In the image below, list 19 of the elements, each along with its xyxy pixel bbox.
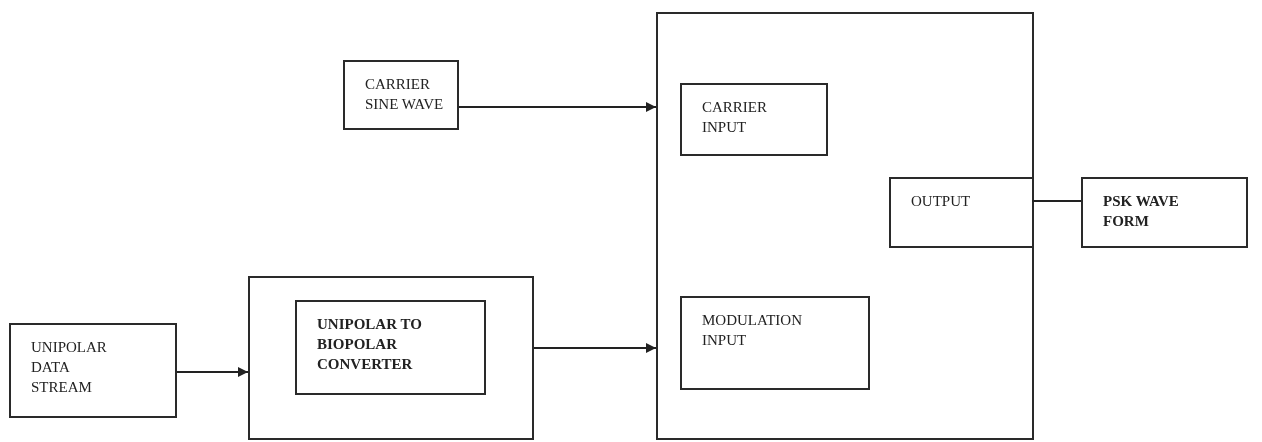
node-label: PSK WAVE FORM [1103, 192, 1180, 231]
output-box [889, 177, 1034, 248]
output-box [1081, 177, 1248, 248]
arrow [458, 102, 657, 112]
modulator-box [656, 12, 1034, 440]
source-box [9, 323, 177, 418]
arrow [533, 343, 657, 353]
node-label: CARRIER INPUT [702, 98, 768, 137]
node-label: UNIPOLAR DATA STREAM [31, 338, 108, 397]
node-label: MODULATION INPUT [702, 311, 803, 350]
input-box [680, 83, 828, 156]
input-box [680, 296, 870, 390]
converter-box [295, 300, 486, 395]
arrow [176, 367, 249, 377]
node-label: CARRIER SINE WAVE [365, 75, 445, 114]
converter-box [248, 276, 534, 440]
source-box [343, 60, 459, 130]
node-label: OUTPUT [911, 192, 971, 211]
node-label: UNIPOLAR TO BIOPOLAR CONVERTER [317, 315, 423, 374]
